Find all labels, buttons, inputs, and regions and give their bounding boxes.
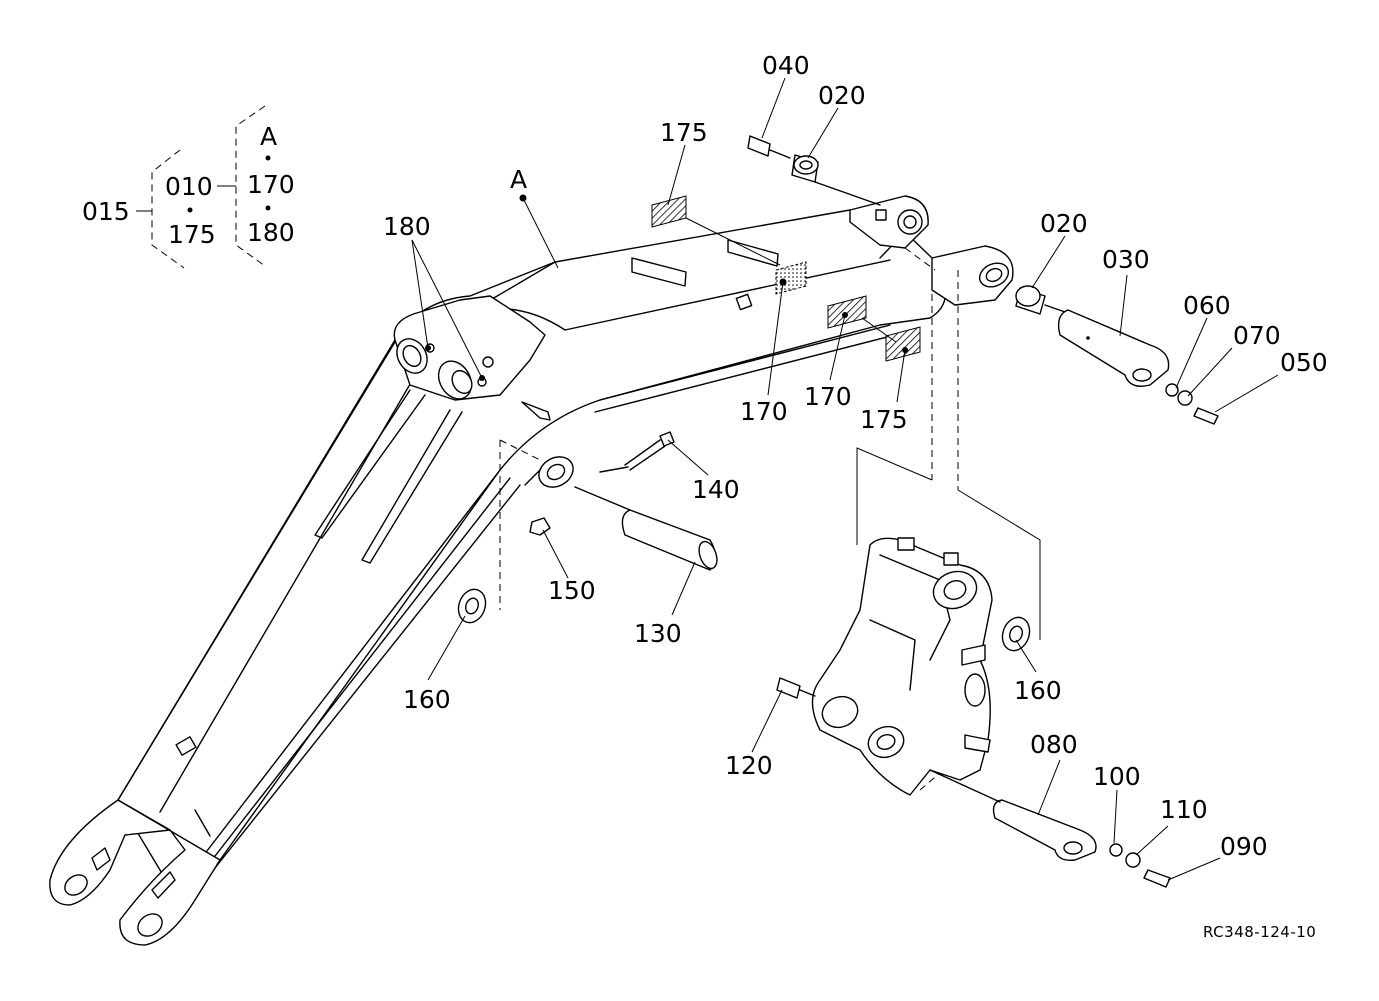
arm	[49, 195, 1014, 946]
callout-170-right: 170	[804, 382, 852, 411]
grease-nipple-120	[776, 677, 816, 699]
callout-150: 150	[548, 576, 596, 605]
pin-030	[1057, 309, 1170, 387]
decal-170-dotted	[775, 261, 807, 295]
bolt-140	[599, 431, 675, 473]
nut-060	[1165, 383, 1179, 397]
callout-040: 040	[762, 51, 810, 80]
callout-175-side: 175	[860, 405, 908, 434]
legend-bracket-1	[151, 149, 185, 269]
legend-A: A	[260, 122, 277, 151]
grease-nipple-040	[747, 135, 791, 159]
callout-020-right: 020	[1040, 209, 1088, 238]
callout-180: 180	[383, 212, 431, 241]
callout-170-left: 170	[740, 397, 788, 426]
callout-070: 070	[1233, 321, 1281, 350]
decal-175-side	[885, 326, 921, 362]
legend-170: 170	[247, 170, 295, 199]
callout-050: 050	[1280, 348, 1328, 377]
bolt-090	[1143, 869, 1171, 888]
nut-150	[529, 517, 551, 536]
callout-160-left: 160	[403, 685, 451, 714]
callout-160-right: 160	[1014, 676, 1062, 705]
callout-140: 140	[692, 475, 740, 504]
bushing-020-right	[1015, 285, 1066, 315]
bolt-050	[1193, 407, 1219, 425]
callout-A: A	[510, 165, 527, 194]
washer-070	[1177, 390, 1193, 406]
decal-170-mid	[827, 295, 867, 329]
pin-130	[574, 486, 718, 571]
legend-bracket-2	[235, 105, 266, 267]
callout-110: 110	[1160, 795, 1208, 824]
callout-080: 080	[1030, 730, 1078, 759]
nut-100	[1109, 843, 1123, 857]
bushing-020-top	[791, 154, 881, 206]
callout-120: 120	[725, 751, 773, 780]
shim-160-left	[457, 588, 487, 624]
legend-180: 180	[247, 218, 295, 247]
callout-020-top: 020	[818, 81, 866, 110]
pin-080	[929, 769, 1097, 861]
callout-labels: A 040 020 175 020 030 060 070 050 180 17…	[383, 51, 1328, 861]
shim-160-right	[1001, 616, 1031, 652]
callout-130: 130	[634, 619, 682, 648]
legend: 015 010 175 A 170 180	[82, 105, 295, 269]
quick-coupler	[811, 537, 993, 796]
legend-010: 010	[165, 172, 213, 201]
legend-175: 175	[168, 220, 216, 249]
callout-090: 090	[1220, 832, 1268, 861]
washer-110	[1125, 852, 1141, 868]
callout-100: 100	[1093, 762, 1141, 791]
callout-175-top: 175	[660, 118, 708, 147]
legend-015: 015	[82, 197, 130, 226]
callout-060: 060	[1183, 291, 1231, 320]
callout-030: 030	[1102, 245, 1150, 274]
drawing-code: RC348-124-10	[1203, 923, 1316, 941]
leader-lines	[411, 77, 1279, 881]
